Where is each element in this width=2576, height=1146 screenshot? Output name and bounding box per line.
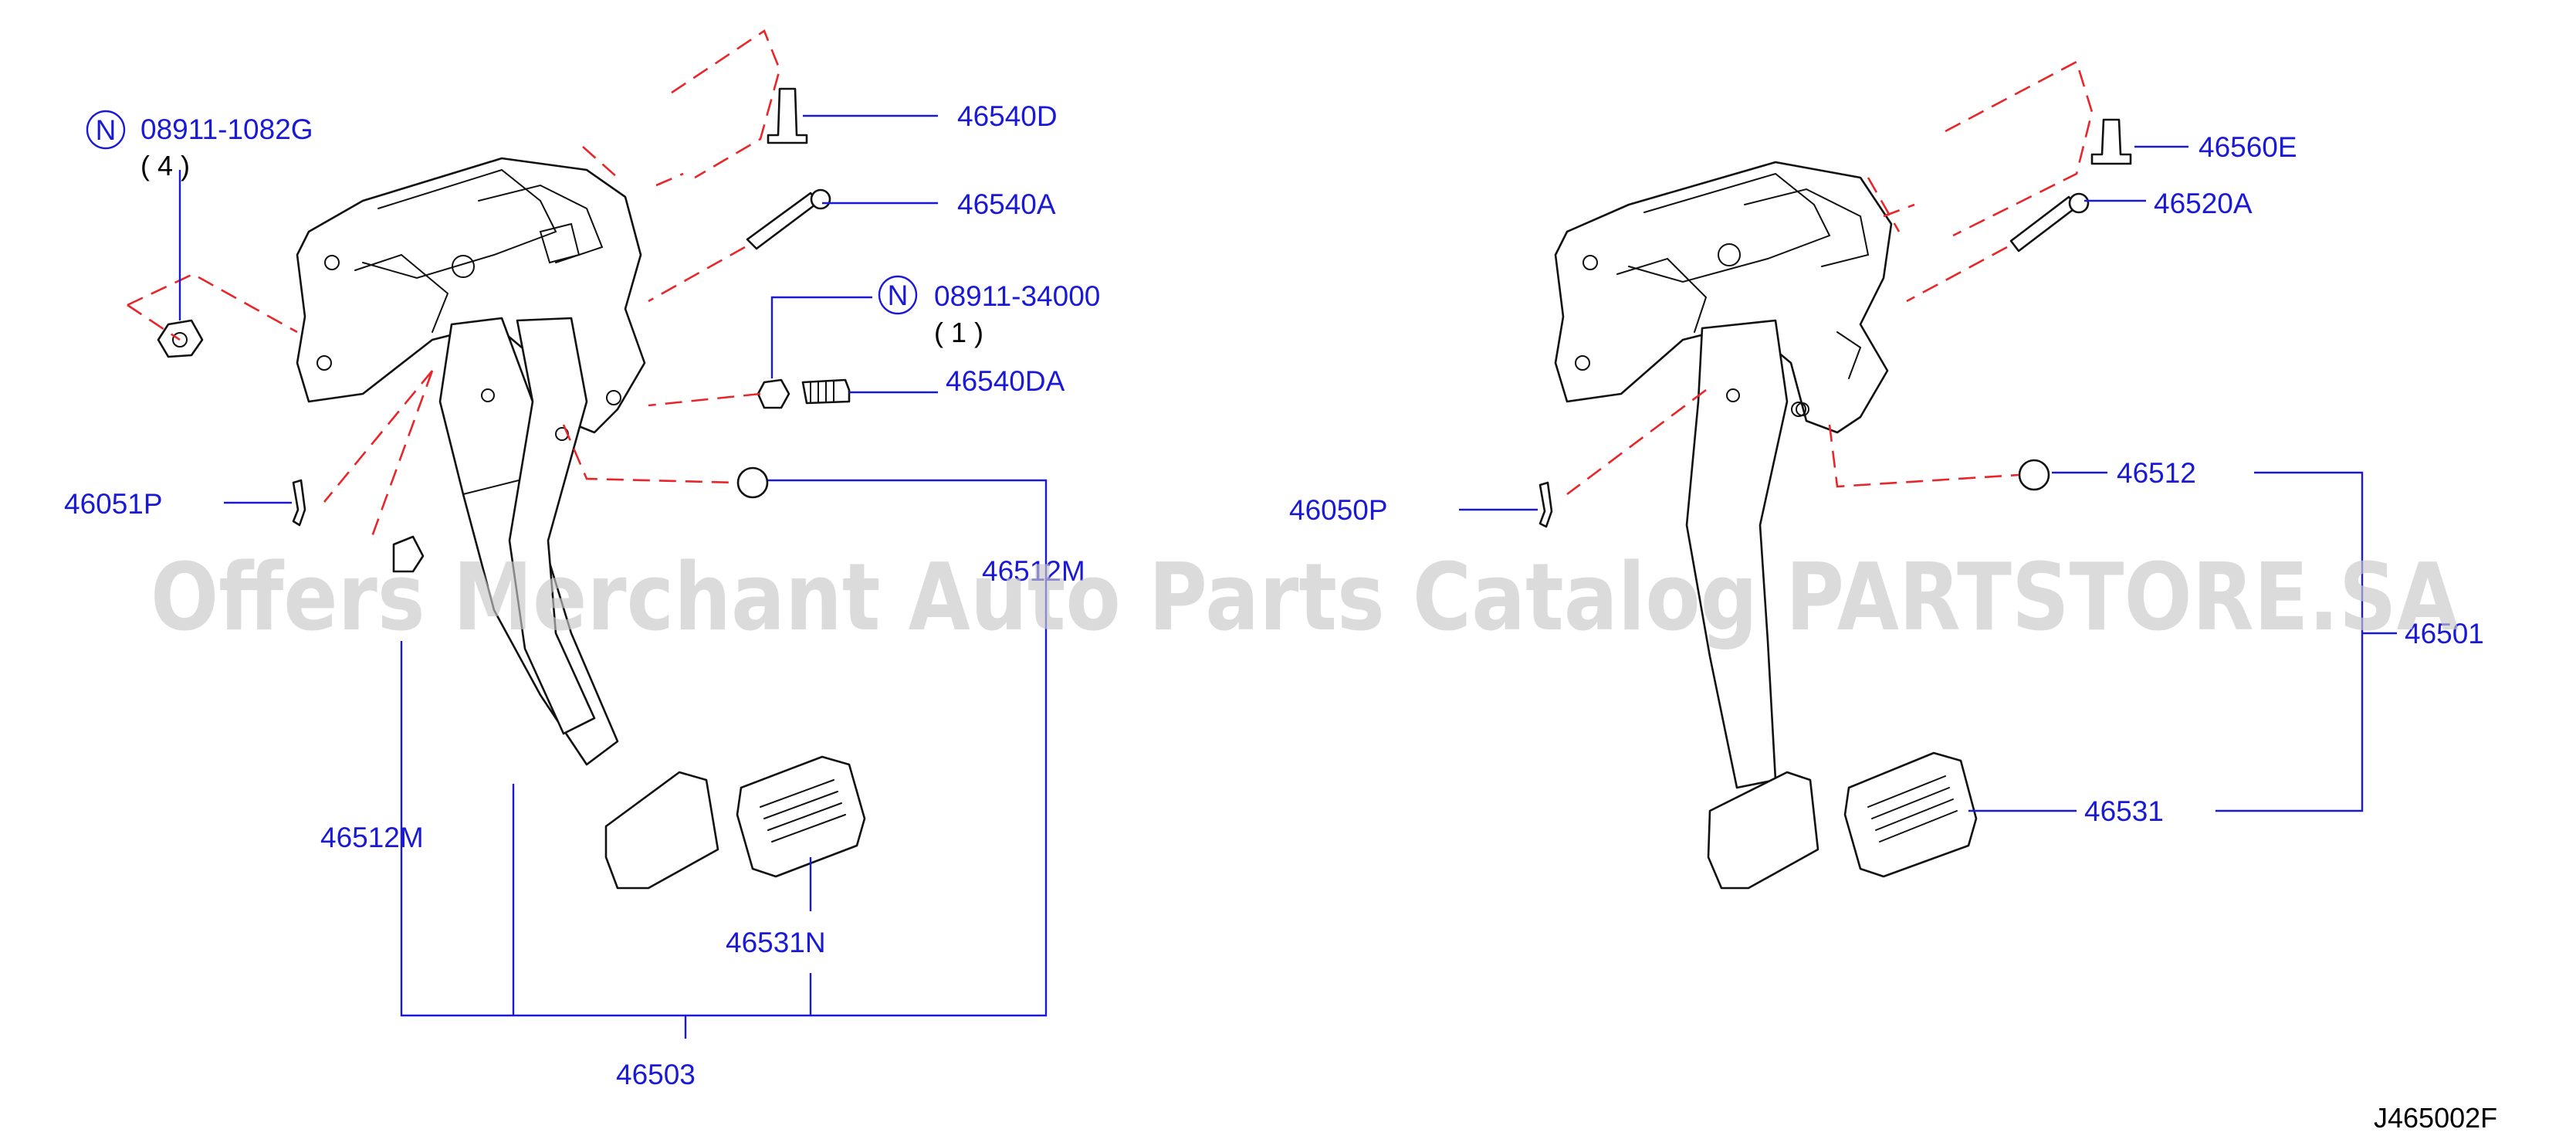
left-pedal-pad bbox=[604, 771, 719, 890]
stopper-46512M-left bbox=[392, 535, 425, 573]
label-46540DA: 46540DA bbox=[946, 365, 1065, 397]
label-46512M-left: 46512M bbox=[320, 822, 424, 853]
nut-08911-34000 bbox=[757, 378, 790, 409]
bolt-46560E bbox=[2090, 118, 2132, 165]
n-symbol-left-text: N bbox=[96, 114, 117, 146]
left-nut-08911-1082G bbox=[157, 319, 204, 358]
bolt-46520A bbox=[2009, 195, 2078, 253]
label-08911-34000: 08911-34000 bbox=[934, 280, 1100, 312]
label-46512: 46512 bbox=[2117, 457, 2196, 489]
right-pedal-assembly: 46560E 46520A 46050P 46512 46501 46531 bbox=[1289, 60, 2484, 890]
clip-46051P bbox=[292, 479, 306, 527]
label-08911-1082G-qty: ( 4 ) bbox=[140, 150, 190, 181]
watermark: Offers Merchant Auto Parts Catalog PARTS… bbox=[151, 544, 2459, 652]
label-08911-1082G: 08911-1082G bbox=[140, 114, 313, 145]
label-46520A: 46520A bbox=[2154, 188, 2253, 219]
label-46531N: 46531N bbox=[726, 927, 826, 958]
label-46051P: 46051P bbox=[64, 488, 163, 520]
left-pedal-assembly: N 08911-1082G ( 4 ) 46540D 46540A N 0891… bbox=[64, 29, 1100, 1090]
left-brake-pedal-arm bbox=[508, 317, 596, 735]
label-46540D: 46540D bbox=[957, 100, 1058, 132]
n-symbol-left bbox=[86, 110, 126, 150]
left-brake-pad bbox=[736, 755, 866, 878]
right-pad-46531 bbox=[1843, 751, 1978, 878]
n-symbol-mid bbox=[878, 275, 918, 315]
label-46531: 46531 bbox=[2084, 795, 2164, 827]
label-46050P: 46050P bbox=[1289, 494, 1388, 526]
stopper-46512 bbox=[2018, 459, 2050, 491]
label-08911-34000-qty: ( 1 ) bbox=[934, 317, 983, 348]
bolt-46540D bbox=[767, 87, 808, 144]
bolt-46540A bbox=[746, 192, 820, 250]
label-46512M-top: 46512M bbox=[982, 555, 1085, 587]
clip-46050P bbox=[1538, 481, 1553, 528]
diagram-code: J465002F bbox=[2374, 1102, 2497, 1134]
right-pedal-bracket bbox=[1554, 161, 1893, 434]
label-46540A: 46540A bbox=[957, 188, 1056, 220]
stopper-46512M-top bbox=[736, 466, 769, 499]
n-symbol-mid-text: N bbox=[888, 280, 909, 311]
label-46501: 46501 bbox=[2405, 618, 2484, 649]
right-brake-pad bbox=[1707, 771, 1819, 890]
label-46503: 46503 bbox=[616, 1059, 696, 1090]
label-46560E: 46560E bbox=[2199, 131, 2297, 163]
